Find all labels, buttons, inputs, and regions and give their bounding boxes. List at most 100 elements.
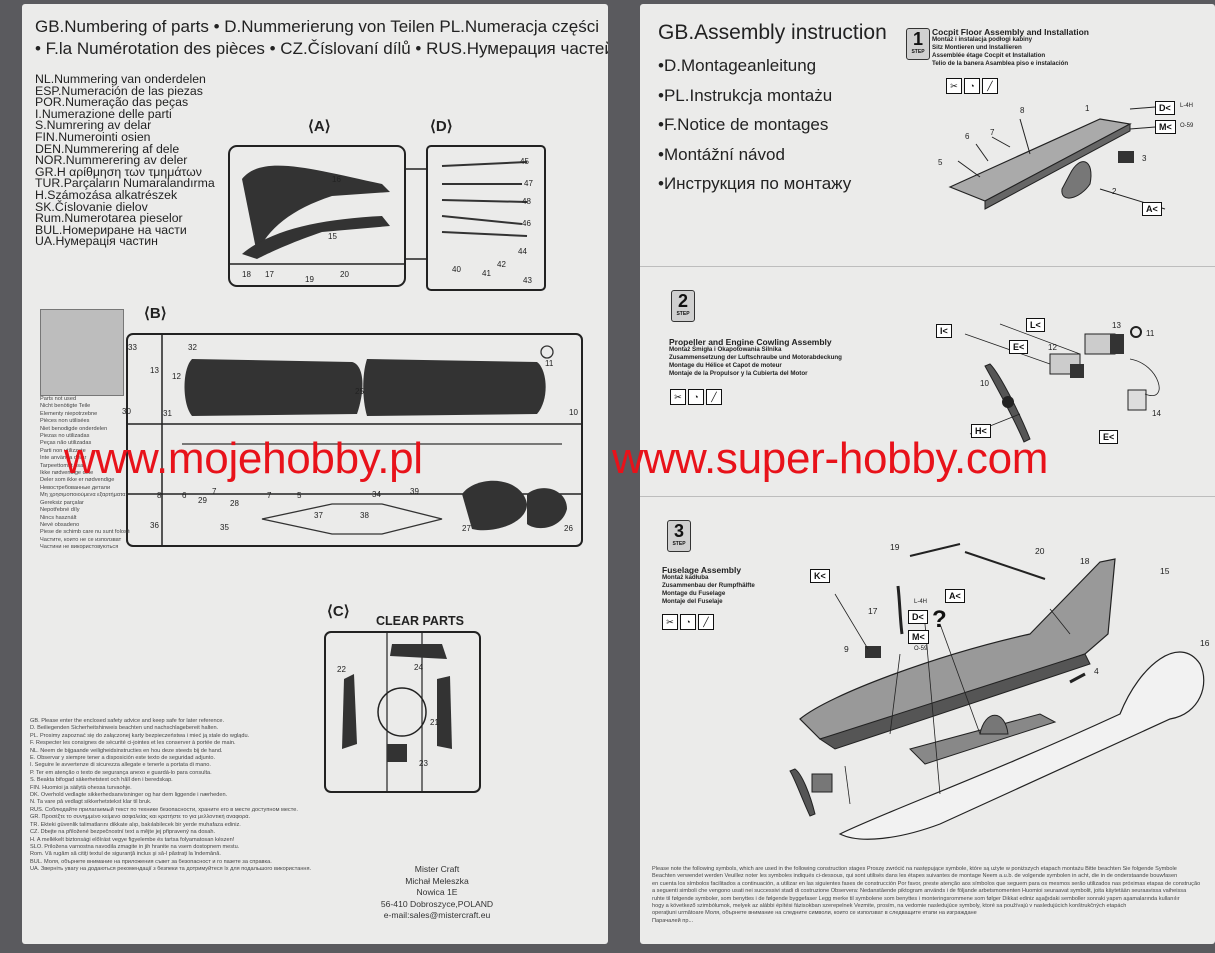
svg-text:12: 12 xyxy=(1048,343,1057,352)
part-26 xyxy=(527,488,567,529)
svg-text:9: 9 xyxy=(844,644,849,654)
language-item: FIN.Numerointi osien xyxy=(35,129,151,144)
assembly-title-languages: •D.Montageanleitung•PL.Instrukcja montaż… xyxy=(658,51,851,199)
not-used-item: Peças não utilizadas xyxy=(40,440,92,447)
symbol-note-line: en cuenta los símbolos facilitados a con… xyxy=(652,880,1201,887)
numbering-title-line2: • F.la Numérotation des pièces • CZ.Čísl… xyxy=(35,39,608,58)
tag-a-step1: A< xyxy=(1142,202,1162,216)
assembly-title: GB.Assembly instruction xyxy=(658,21,887,44)
symbol-note-line: hogy a következő szimbólumok, melyek az … xyxy=(652,903,1127,910)
not-used-item: Parti non utilizzate xyxy=(40,447,86,454)
step-1-title: Cocpit Floor Assembly and Installation M… xyxy=(932,27,1089,67)
svg-text:18: 18 xyxy=(1080,556,1090,566)
part-27 xyxy=(462,480,527,531)
svg-text:15: 15 xyxy=(1160,566,1170,576)
svg-text:8: 8 xyxy=(157,491,162,500)
svg-text:7: 7 xyxy=(267,491,272,500)
svg-text:40: 40 xyxy=(452,265,461,274)
svg-text:43: 43 xyxy=(523,276,532,285)
sprue-c-label: ⟨C⟩ xyxy=(327,603,350,620)
title-language-item: •Инструкция по монтажу xyxy=(658,174,852,193)
language-item: DEN.Nummerering af dele xyxy=(35,141,180,156)
tag-l4h-step3: L-4H xyxy=(914,599,928,605)
safety-note-line: F. Respecter les consignes de sécurité c… xyxy=(30,740,236,747)
symbol-note-line: a seguenti simboli che vengono usati nei… xyxy=(652,888,1187,895)
not-used-item: Tarpeettomat osat xyxy=(40,462,85,469)
svg-text:25: 25 xyxy=(355,387,364,396)
question-mark: ? xyxy=(932,606,947,633)
tag-m-step1: M< xyxy=(1155,120,1176,134)
step-1-tool-icons: ✂◔╱ xyxy=(946,78,998,94)
sprue-d-label: ⟨D⟩ xyxy=(430,118,453,135)
svg-text:20: 20 xyxy=(340,270,349,279)
step-2-title: Propeller and Engine Cowling Assembly Mo… xyxy=(669,337,842,377)
svg-text:19: 19 xyxy=(305,275,314,284)
svg-text:41: 41 xyxy=(482,269,491,278)
cutter-icon: ✂ xyxy=(946,78,962,94)
not-used-item: Piezas no utilizadas xyxy=(40,433,90,440)
language-item: SK.Číslovanie dielov xyxy=(35,199,148,214)
svg-text:32: 32 xyxy=(188,343,197,352)
title-language-item: •F.Notice de montages xyxy=(658,115,829,134)
tag-k-step3: K< xyxy=(810,569,830,583)
safety-note-line: PL. Prosimy zapoznać się do załączonej k… xyxy=(30,732,250,739)
svg-text:46: 46 xyxy=(522,219,531,228)
language-item: ESP.Numeración de las piezas xyxy=(35,83,203,98)
sprue-b-label: ⟨B⟩ xyxy=(144,305,167,322)
svg-text:13: 13 xyxy=(1112,321,1121,330)
svg-text:42: 42 xyxy=(497,260,506,269)
watermark-left: www.mojehobby.pl xyxy=(64,434,423,483)
svg-text:12: 12 xyxy=(172,372,181,381)
step-divider-2 xyxy=(640,496,1215,497)
svg-text:48: 48 xyxy=(522,197,531,206)
safety-note-line: GR. Προσέξτε το συνημμένο κείμενο ασφαλε… xyxy=(30,814,251,821)
tag-d-step3: D< xyxy=(908,610,928,624)
not-used-item: Частини не використовуються xyxy=(40,544,119,551)
language-item: NOR.Nummerering av deler xyxy=(35,153,188,168)
language-item: BUL.Номериране на части xyxy=(35,222,187,237)
svg-text:22: 22 xyxy=(337,665,346,674)
knife-icon: ╱ xyxy=(982,78,998,94)
part-23 xyxy=(387,744,407,762)
svg-text:5: 5 xyxy=(297,491,302,500)
knife-icon: ╱ xyxy=(698,614,714,630)
svg-text:34: 34 xyxy=(372,490,381,499)
watermark-right: www.super-hobby.com xyxy=(612,434,1049,483)
svg-text:24: 24 xyxy=(414,663,423,672)
left-instruction-page: GB.Numbering of parts • D.Nummerierung v… xyxy=(22,4,608,944)
cutter-icon: ✂ xyxy=(670,389,686,405)
language-item: TUR.Parçaların Numaralandırma xyxy=(35,176,215,191)
svg-text:26: 26 xyxy=(564,524,573,533)
sprue-c-frame xyxy=(324,631,481,793)
svg-text:19: 19 xyxy=(890,542,900,552)
svg-text:5: 5 xyxy=(938,158,943,167)
safety-note-line: CZ. Dbejte na přiložené bezpečnostní tex… xyxy=(30,829,216,836)
safety-note-line: Rom. Vă rugăm să citiţi textul de sigura… xyxy=(30,851,221,858)
safety-note-line: E. Observar y siempre tener a disposició… xyxy=(30,755,216,762)
parts-37-38 xyxy=(261,503,443,535)
knife-icon: ╱ xyxy=(706,389,722,405)
svg-text:47: 47 xyxy=(524,179,533,188)
footer-line: e-mail:sales@mistercraft.eu xyxy=(383,910,491,920)
language-item: Rum.Numerotarea pieselor xyxy=(35,211,183,226)
symbol-notes: Please note the following symbols, which… xyxy=(652,866,1212,925)
not-used-item: Inte använda delar xyxy=(40,455,87,462)
language-item: GR.Η αρίθμηση των τμημάτων xyxy=(35,164,202,179)
not-used-item: Pièces non utilisées xyxy=(40,418,90,425)
tag-o59-step3: O-59 xyxy=(914,646,928,652)
symbol-note-line: Beachten verwendet werden Veuillez noter… xyxy=(652,873,1178,880)
part-21 xyxy=(437,676,452,749)
svg-text:13: 13 xyxy=(150,366,159,375)
not-used-item: Nevé obsadeno xyxy=(40,521,80,528)
svg-text:4: 4 xyxy=(1094,666,1099,676)
safety-note-line: H. A mellékelt biztonsági előírást vegye… xyxy=(30,836,235,843)
glue-icon: ◔ xyxy=(680,614,696,630)
svg-text:16: 16 xyxy=(1200,638,1210,648)
fuselage-half-16 xyxy=(242,165,390,254)
part-25 xyxy=(363,359,546,416)
right-instruction-page: GB.Assembly instruction •D.Montageanleit… xyxy=(640,4,1215,944)
safety-note-line: DK. Overhold vedlagte sikkerhedsanvisnin… xyxy=(30,792,228,799)
